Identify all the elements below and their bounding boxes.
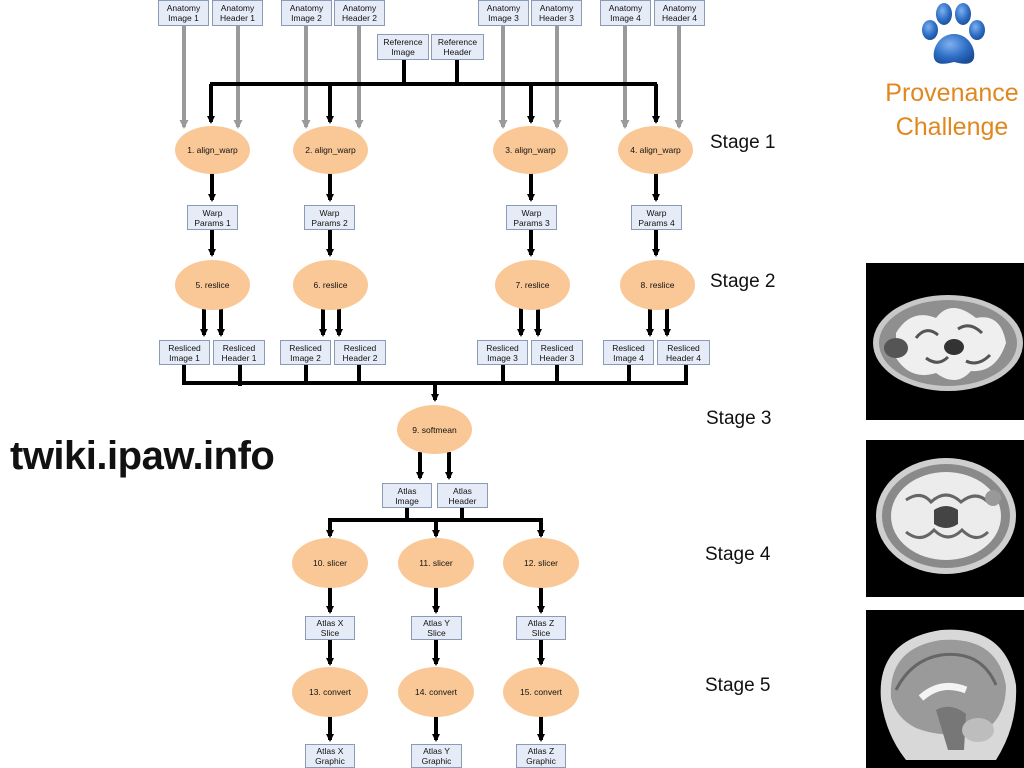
resliced-image-2-box: Resliced Image 2 <box>280 340 331 365</box>
brain-mri-axial-icon <box>866 440 1024 597</box>
stage-4-label: Stage 4 <box>705 544 771 565</box>
align-warp-3-process: 3. align_warp <box>493 126 568 174</box>
logo-line-1: Provenance <box>885 79 1019 107</box>
slicer-12-process: 12. slicer <box>503 538 579 588</box>
convert-13-process: 13. convert <box>292 667 368 717</box>
brain-mri-axial-icon <box>866 263 1024 420</box>
anatomy-image-4-box: Anatomy Image 4 <box>600 0 651 26</box>
reference-header-box: Reference Header <box>431 34 484 60</box>
anatomy-header-3-box: Anatomy Header 3 <box>531 0 582 26</box>
resliced-image-4-box: Resliced Image 4 <box>603 340 654 365</box>
logo-line-2: Challenge <box>895 113 1009 141</box>
resliced-header-4-box: Resliced Header 4 <box>657 340 710 365</box>
resliced-header-1-box: Resliced Header 1 <box>213 340 265 365</box>
atlas-y-graphic-box: Atlas Y Graphic <box>411 744 462 768</box>
atlas-z-graphic-box: Atlas Z Graphic <box>516 744 566 768</box>
align-warp-1-process: 1. align_warp <box>175 126 250 174</box>
convert-14-process: 14. convert <box>398 667 474 717</box>
atlas-image-box: Atlas Image <box>382 483 432 508</box>
anatomy-header-2-box: Anatomy Header 2 <box>334 0 385 26</box>
provenance-challenge-logo: Provenance Challenge <box>880 76 1024 144</box>
atlas-header-box: Atlas Header <box>437 483 488 508</box>
reference-image-box: Reference Image <box>377 34 429 60</box>
softmean-9-process: 9. softmean <box>397 405 472 454</box>
slicer-10-process: 10. slicer <box>292 538 368 588</box>
align-warp-2-process: 2. align_warp <box>293 126 368 174</box>
resliced-header-2-box: Resliced Header 2 <box>334 340 386 365</box>
stage-3-label: Stage 3 <box>706 408 772 429</box>
reslice-8-process: 8. reslice <box>620 260 695 310</box>
atlas-z-slice-box: Atlas Z Slice <box>516 616 566 640</box>
warp-params-2-box: Warp Params 2 <box>304 205 355 230</box>
stage-1-label: Stage 1 <box>710 132 776 153</box>
atlas-x-slice-box: Atlas X Slice <box>305 616 355 640</box>
convert-15-process: 15. convert <box>503 667 579 717</box>
resliced-header-3-box: Resliced Header 3 <box>531 340 583 365</box>
atlas-y-slice-box: Atlas Y Slice <box>411 616 462 640</box>
atlas-x-graphic-box: Atlas X Graphic <box>305 744 355 768</box>
paw-print-icon <box>922 3 985 64</box>
stage-5-label: Stage 5 <box>705 675 771 696</box>
anatomy-header-4-box: Anatomy Header 4 <box>654 0 705 26</box>
resliced-image-3-box: Resliced Image 3 <box>477 340 528 365</box>
resliced-image-1-box: Resliced Image 1 <box>159 340 210 365</box>
reslice-5-process: 5. reslice <box>175 260 250 310</box>
site-url-label: twiki.ipaw.info <box>10 434 275 478</box>
warp-params-4-box: Warp Params 4 <box>631 205 682 230</box>
slicer-11-process: 11. slicer <box>398 538 474 588</box>
anatomy-image-2-box: Anatomy Image 2 <box>281 0 332 26</box>
warp-params-1-box: Warp Params 1 <box>187 205 238 230</box>
align-warp-4-process: 4. align_warp <box>618 126 693 174</box>
brain-mri-sagittal-icon <box>866 610 1024 768</box>
anatomy-image-1-box: Anatomy Image 1 <box>158 0 209 26</box>
reslice-6-process: 6. reslice <box>293 260 368 310</box>
reslice-7-process: 7. reslice <box>495 260 570 310</box>
anatomy-header-1-box: Anatomy Header 1 <box>212 0 263 26</box>
warp-params-3-box: Warp Params 3 <box>506 205 557 230</box>
stage-2-label: Stage 2 <box>710 271 776 292</box>
anatomy-image-3-box: Anatomy Image 3 <box>478 0 529 26</box>
